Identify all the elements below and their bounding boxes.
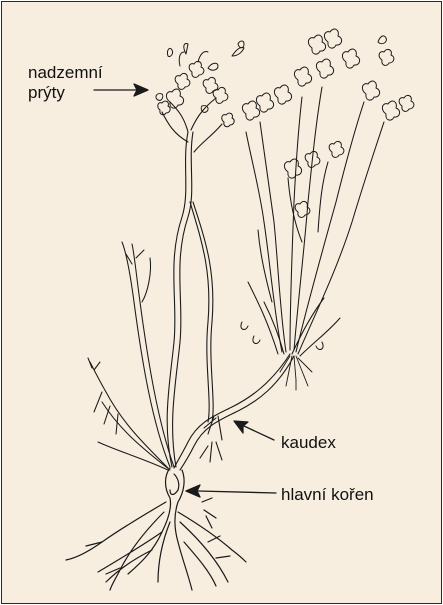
left-branch-shoots xyxy=(88,242,174,470)
arrow-caudex xyxy=(234,421,274,440)
caudex xyxy=(174,354,294,470)
label-shoots-line1: nadzemní xyxy=(28,63,103,83)
label-main-root: hlavní kořen xyxy=(281,485,374,505)
arrow-main-root xyxy=(186,485,276,497)
label-above-ground-shoots: nadzemní prýty xyxy=(28,63,103,103)
label-shoots-line2: prýty xyxy=(28,83,103,103)
main-root xyxy=(66,468,246,590)
right-inflorescences xyxy=(241,29,414,349)
left-shoot xyxy=(162,98,222,467)
label-caudex: kaudex xyxy=(281,433,336,453)
right-shoots xyxy=(246,87,384,356)
